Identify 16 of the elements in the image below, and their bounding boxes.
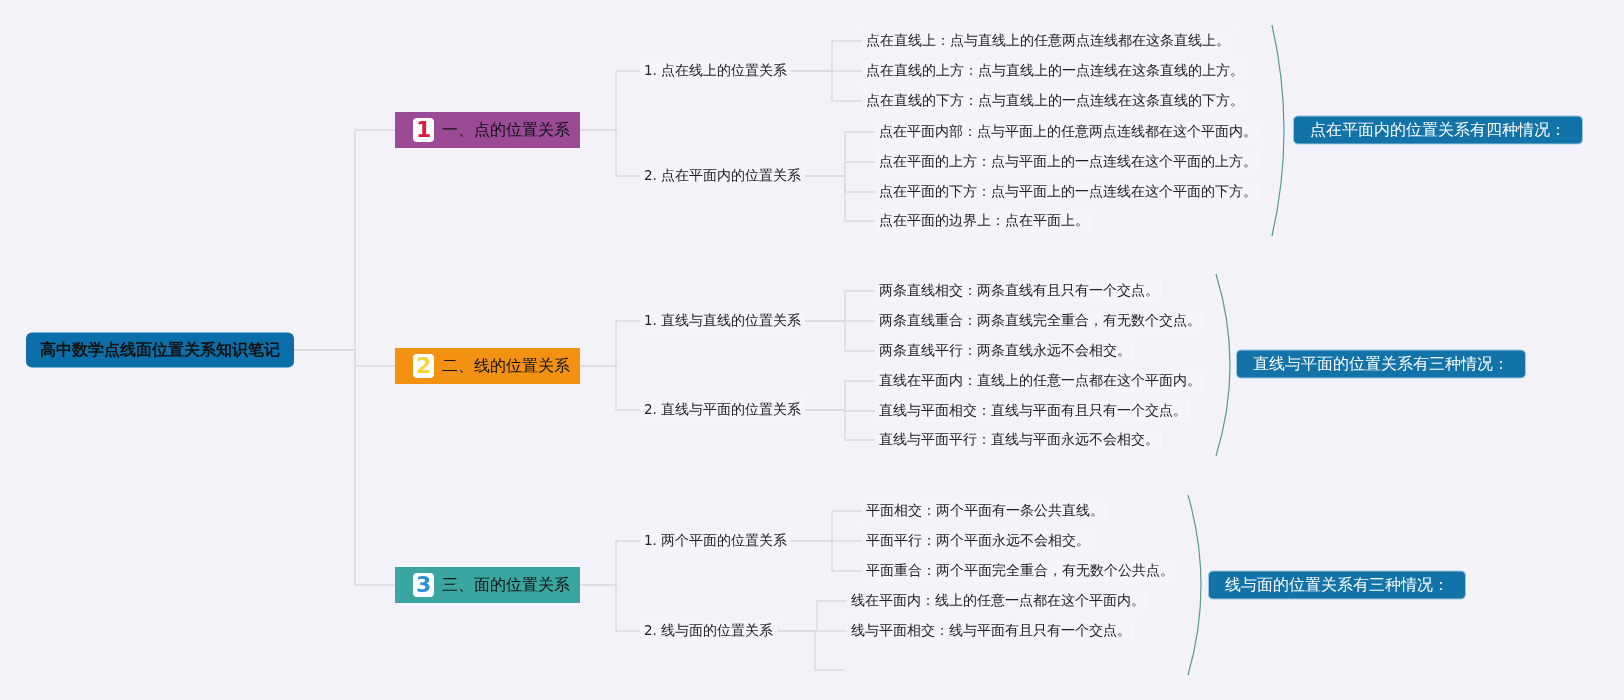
topic-box — [395, 348, 580, 384]
root-topic-box: 高中数学点线面位置关系知识笔记 — [26, 332, 294, 368]
summary-box: 线与面的位置关系有三种情况： — [1208, 570, 1466, 600]
topic-title: 二、线的位置关系 — [442, 355, 571, 377]
summary-box: 直线与平面的位置关系有三种情况： — [1236, 349, 1526, 379]
connector-line — [579, 365, 641, 411]
section-number: 3 — [413, 573, 435, 597]
connector-line — [579, 129, 641, 177]
section-number: 2 — [413, 354, 435, 378]
summary-box: 点在平面内的位置关系有四种情况： — [1293, 115, 1583, 145]
section-number: 1 — [413, 118, 435, 142]
topic-box — [395, 112, 580, 148]
topic-title: 三、面的位置关系 — [442, 574, 571, 596]
topic-box — [395, 567, 580, 603]
topic-title: 一、点的位置关系 — [442, 119, 571, 141]
connector-line — [579, 584, 641, 632]
